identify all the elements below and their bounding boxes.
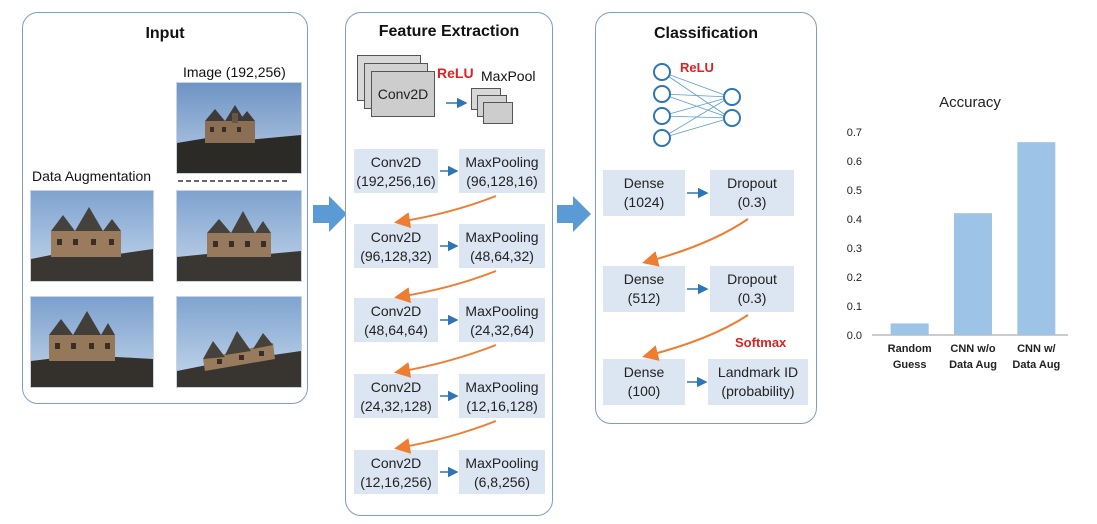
x-tick-label: Random	[888, 343, 932, 355]
y-tick-label: 0.0	[847, 330, 862, 342]
pool-label: MaxPooling	[465, 303, 539, 319]
augmented-image-3	[30, 296, 154, 388]
conv-shape: (24,32,128)	[360, 398, 432, 414]
conv-label: Conv2D	[370, 379, 422, 395]
y-tick-label: 0.1	[847, 301, 862, 313]
dropout-label: Dropout	[727, 271, 777, 287]
conv-shape: (12,16,256)	[360, 474, 432, 490]
dense-label: Dense	[623, 175, 665, 191]
pool-shape: (48,64,32)	[470, 248, 534, 264]
softmax-label: Softmax	[735, 335, 787, 350]
bar	[890, 323, 929, 335]
pool-box-2: MaxPooling (48,64,32)	[459, 224, 545, 268]
pool-shape: (24,32,64)	[470, 322, 534, 338]
pool-box-1: MaxPooling (96,128,16)	[459, 149, 545, 193]
pool-label: MaxPooling	[465, 455, 539, 471]
feature-extraction-title: Feature Extraction	[378, 23, 520, 40]
arrow-feature-to-classification	[557, 196, 591, 232]
pool-shape: (96,128,16)	[466, 173, 538, 189]
arrow-input-to-feature	[313, 196, 347, 232]
dense-box-3: Dense (100)	[603, 359, 685, 405]
dense-box-2: Dense (512)	[603, 266, 685, 312]
dense-size: (1024)	[623, 194, 665, 210]
x-tick-label: Guess	[893, 359, 927, 371]
pool-label: MaxPooling	[465, 379, 539, 395]
landmark-output-box: Landmark ID (probability)	[708, 359, 808, 405]
landmark-sub: (probability)	[721, 383, 795, 399]
pool-box-5: MaxPooling (6,8,256)	[459, 450, 545, 494]
y-tick-label: 0.6	[847, 156, 862, 168]
pool-shape: (12,16,128)	[466, 398, 538, 414]
conv-box-4: Conv2D (24,32,128)	[354, 374, 438, 418]
pool-box-4: MaxPooling (12,16,128)	[459, 374, 545, 418]
conv-box-2: Conv2D (96,128,32)	[354, 224, 438, 268]
conv-icon-label: Conv2D	[377, 86, 429, 102]
dense-label: Dense	[623, 271, 665, 287]
y-tick-label: 0.7	[847, 127, 862, 139]
image-size-label: Image (192,256)	[183, 64, 286, 80]
dropout-box-1: Dropout (0.3)	[710, 170, 794, 216]
dense-size: (100)	[627, 383, 661, 399]
y-tick-label: 0.5	[847, 185, 862, 197]
conv-shape: (192,256,16)	[356, 173, 436, 189]
relu-label-feature: ReLU	[437, 65, 474, 81]
conv-label: Conv2D	[370, 455, 422, 471]
pool-box-3: MaxPooling (24,32,64)	[459, 298, 545, 342]
x-tick-label: Data Aug	[1012, 359, 1060, 371]
conv-label: Conv2D	[370, 229, 422, 245]
dropout-box-2: Dropout (0.3)	[710, 266, 794, 312]
x-tick-label: CNN w/	[1017, 343, 1056, 355]
x-tick-label: Data Aug	[949, 359, 997, 371]
pool-label: MaxPooling	[465, 229, 539, 245]
dropout-rate: (0.3)	[737, 290, 767, 306]
pool-label: MaxPooling	[465, 154, 539, 170]
data-augmentation-label: Data Augmentation	[32, 168, 152, 184]
y-tick-label: 0.3	[847, 243, 862, 255]
classification-title: Classification	[653, 25, 759, 42]
relu-label-classification: ReLU	[680, 60, 714, 75]
conv-box-3: Conv2D (48,64,64)	[354, 298, 438, 342]
conv-box-5: Conv2D (12,16,256)	[354, 450, 438, 494]
y-tick-label: 0.2	[847, 272, 862, 284]
landmark-label: Landmark ID	[717, 364, 799, 380]
conv-label: Conv2D	[370, 154, 422, 170]
conv-shape: (48,64,64)	[364, 322, 428, 338]
dropout-rate: (0.3)	[737, 194, 767, 210]
dense-size: (512)	[627, 290, 661, 306]
dropout-label: Dropout	[727, 175, 777, 191]
augmented-image-4	[176, 296, 302, 388]
augmented-image-1	[30, 190, 154, 282]
pool-shape: (6,8,256)	[473, 474, 531, 490]
input-title: Input	[145, 25, 185, 42]
conv-shape: (96,128,32)	[360, 248, 432, 264]
bar	[954, 213, 992, 335]
bar	[1017, 142, 1056, 335]
dense-box-1: Dense (1024)	[603, 170, 685, 216]
x-tick-label: CNN w/o	[950, 343, 996, 355]
original-image	[176, 82, 302, 174]
chart-title: Accuracy	[939, 94, 1001, 111]
conv-box-1: Conv2D (192,256,16)	[354, 149, 438, 193]
maxpool-icon-label: MaxPool	[481, 68, 536, 84]
y-tick-label: 0.4	[847, 214, 862, 226]
conv-label: Conv2D	[370, 303, 422, 319]
dense-label: Dense	[623, 364, 665, 380]
augmented-image-2	[176, 190, 302, 282]
